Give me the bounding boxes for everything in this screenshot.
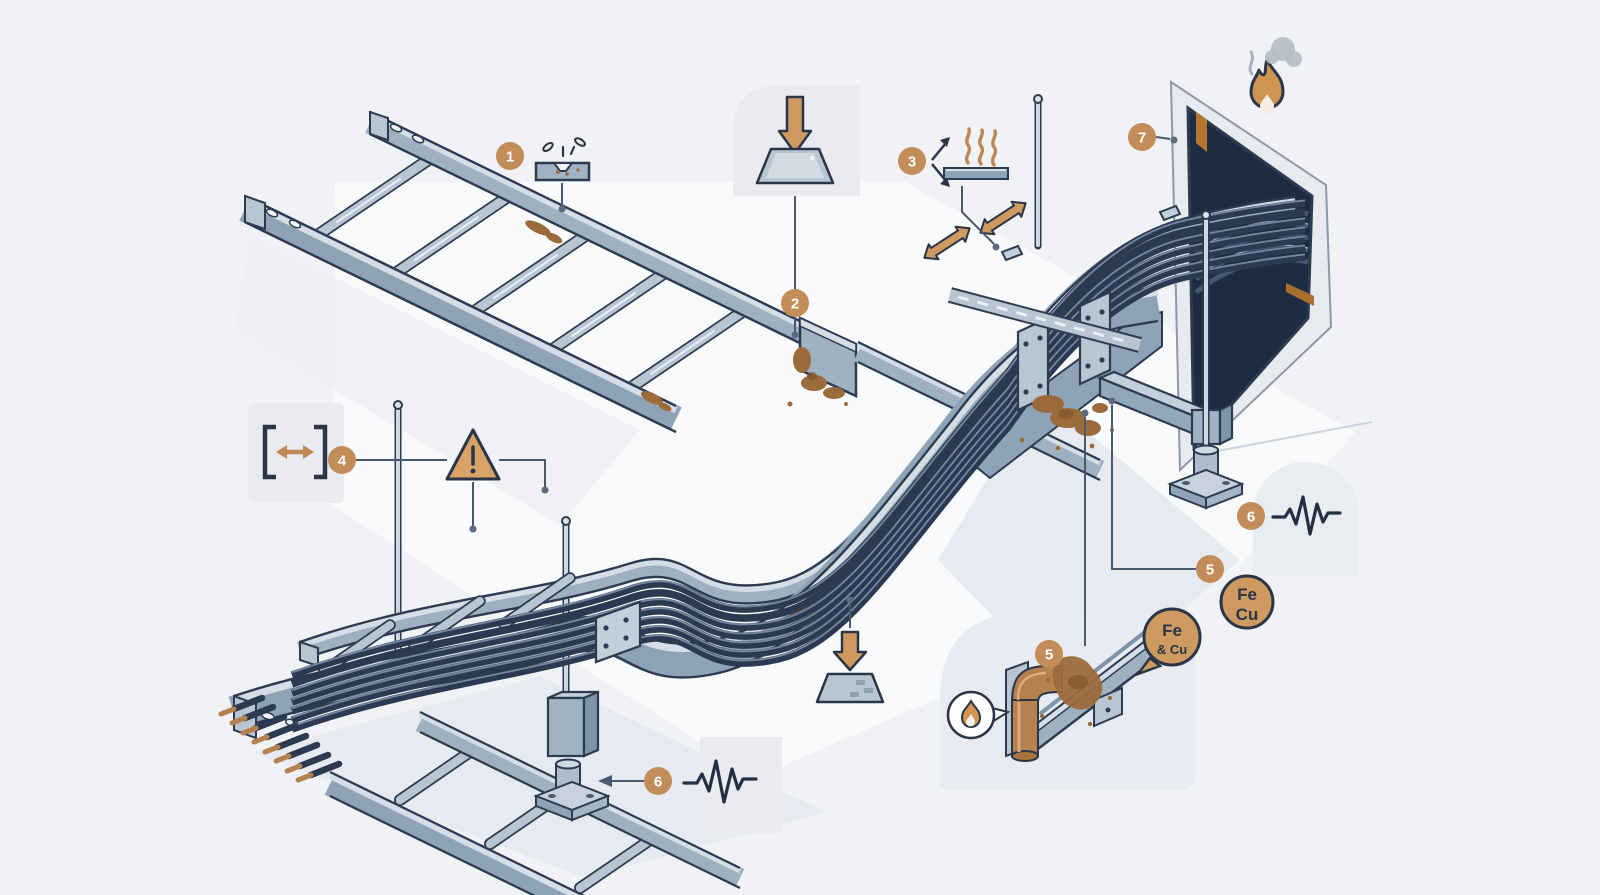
callout-badge-5-inset: 5 [1035, 640, 1063, 668]
shadow-under-upper-ladder [235, 235, 640, 525]
ladder-rungs [299, 151, 752, 402]
hanger-rod-top [1033, 94, 1043, 250]
opening-fire-glow-left [1196, 112, 1207, 152]
ladder-near-rail [239, 194, 682, 434]
rail-rust-spots [525, 220, 672, 412]
floor-edge-line [1211, 421, 1373, 453]
svg-text:7: 7 [1138, 130, 1146, 147]
callout-badge-6-right: 6 [1237, 502, 1265, 530]
leader-arrowhead [598, 775, 612, 787]
cu-label: Cu [1236, 605, 1259, 624]
rail-splice-plate [594, 600, 642, 664]
callout-badge-7: 7 [1128, 123, 1156, 151]
and-cu-label: & Cu [1157, 642, 1187, 657]
svg-text:6: 6 [1247, 509, 1255, 526]
copper-pipe [1010, 665, 1063, 762]
smoke-icon [1248, 37, 1302, 76]
right-support [1097, 210, 1245, 510]
svg-text:1: 1 [506, 149, 514, 166]
cable-ends-copper-tips [218, 694, 343, 783]
sag-load-icon [815, 596, 885, 704]
fe-label: Fe [1237, 585, 1257, 604]
fe-label: Fe [1162, 621, 1182, 640]
callout-badge-4: 4 [328, 446, 356, 474]
fe-cu-circle: Fe Cu [1219, 574, 1275, 630]
fire-risk-bubble [946, 690, 1011, 740]
galvanic-inset-detail: Fe & Cu [946, 607, 1202, 762]
ladder-far-rail [365, 110, 811, 348]
callout-badge-6-bottom: 6 [644, 767, 672, 795]
sagging-cable-tray [218, 195, 1305, 783]
opening-fire-glow-right [1286, 283, 1314, 306]
lower-ladder-section [324, 711, 745, 895]
span-spacing-icon [262, 424, 328, 480]
svg-text:6: 6 [654, 774, 662, 791]
callout-badge-1: 1 [496, 142, 524, 170]
impact-damage-icon [534, 137, 591, 182]
load-weight-icon [755, 95, 835, 185]
hold-down-strap [947, 287, 1143, 353]
svg-text:3: 3 [908, 154, 916, 171]
svg-text:4: 4 [338, 453, 347, 470]
callout-badge-3: 3 [898, 147, 926, 175]
mid-support [533, 690, 611, 822]
callout-badge-2: 2 [781, 289, 809, 317]
upper-ladder-tray [239, 110, 1105, 481]
callout-badge-5: 5 [1196, 555, 1224, 583]
svg-text:5: 5 [1206, 562, 1214, 579]
warning-triangle-icon [445, 428, 501, 481]
fe-cu-speech-bubble: Fe & Cu [1134, 607, 1202, 677]
svg-text:5: 5 [1045, 647, 1053, 664]
flame-icon [1249, 58, 1285, 114]
vibration-waveform-icon-bottom [682, 759, 758, 804]
cable-clamps [1000, 204, 1182, 262]
vibration-waveform-icon-right [1271, 495, 1342, 536]
svg-text:2: 2 [791, 296, 799, 313]
heat-expansion-icon [923, 127, 1027, 261]
wall-opening [1186, 105, 1314, 451]
